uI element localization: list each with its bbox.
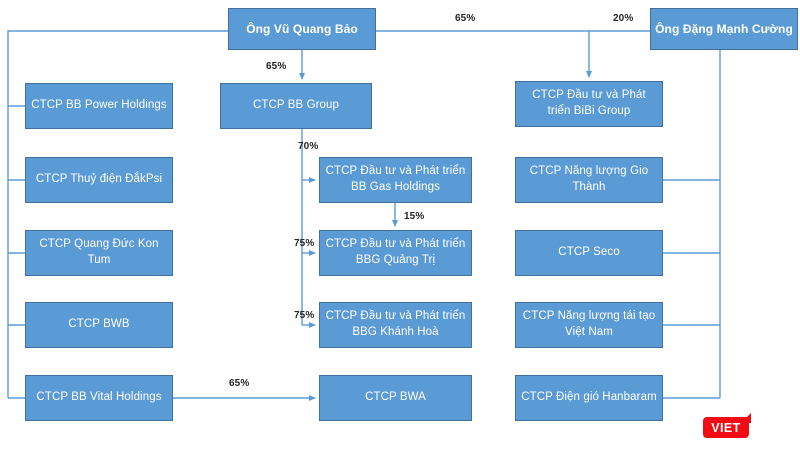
node-bb-gas-holdings[interactable]: CTCP Đầu tư và Phát triển BB Gas Holding… bbox=[319, 157, 472, 203]
node-dien-gio-hanbaram[interactable]: CTCP Điện gió Hanbaram bbox=[515, 375, 663, 421]
logo-plate: VIET bbox=[703, 417, 749, 438]
edge-label-bb-group-to-bb-gas: 70% bbox=[298, 141, 319, 152]
viet-logo: VIET bbox=[703, 413, 755, 439]
edge-label-bao-to-cuong: 65% bbox=[455, 13, 476, 24]
node-thuy-dien-dakpsi[interactable]: CTCP Thuỷ điện ĐắkPsi bbox=[25, 157, 173, 203]
node-nang-luong-tai-tao-viet-nam[interactable]: CTCP Năng lượng tái tạo Việt Nam bbox=[515, 302, 663, 348]
node-nang-luong-gio-thanh[interactable]: CTCP Năng lượng Gio Thành bbox=[515, 157, 663, 203]
edge-label-cuong-to-bibi-group: 20% bbox=[613, 13, 634, 24]
node-bibi-group[interactable]: CTCP Đầu tư và Phát triển BiBi Group bbox=[515, 81, 663, 127]
node-bwa[interactable]: CTCP BWA bbox=[319, 375, 472, 421]
node-bbg-quang-tri[interactable]: CTCP Đầu tư và Phát triển BBG Quảng Trị bbox=[319, 230, 472, 276]
node-bbg-khanh-hoa[interactable]: CTCP Đầu tư và Phát triển BBG Khánh Hoà bbox=[319, 302, 472, 348]
node-vu-quang-bao[interactable]: Ông Vũ Quang Bảo bbox=[228, 8, 376, 50]
edge-label-bb-gas-to-bbg-quang-tri: 15% bbox=[404, 211, 425, 222]
edge-label-bao-to-bb-group: 65% bbox=[266, 61, 287, 72]
node-bb-vital-holdings[interactable]: CTCP BB Vital Holdings bbox=[25, 375, 173, 421]
node-bb-group[interactable]: CTCP BB Group bbox=[220, 83, 372, 129]
node-seco[interactable]: CTCP Seco bbox=[515, 230, 663, 276]
node-bb-power-holdings[interactable]: CTCP BB Power Holdings bbox=[25, 83, 173, 129]
edge-label-bb-group-to-bbg-quang-tri: 75% bbox=[294, 238, 315, 249]
edge-label-bb-group-to-bbg-khanh-hoa: 75% bbox=[294, 310, 315, 321]
node-quang-duc-kon-tum[interactable]: CTCP Quang Đức Kon Tum bbox=[25, 230, 173, 276]
node-dang-manh-cuong[interactable]: Ông Đặng Mạnh Cường bbox=[650, 8, 798, 50]
edge-bao-to-left-trunk bbox=[7, 30, 228, 398]
node-bwb[interactable]: CTCP BWB bbox=[25, 302, 173, 348]
logo-text: VIET bbox=[711, 420, 741, 435]
edge-label-bb-vital-to-bwa: 65% bbox=[229, 378, 250, 389]
